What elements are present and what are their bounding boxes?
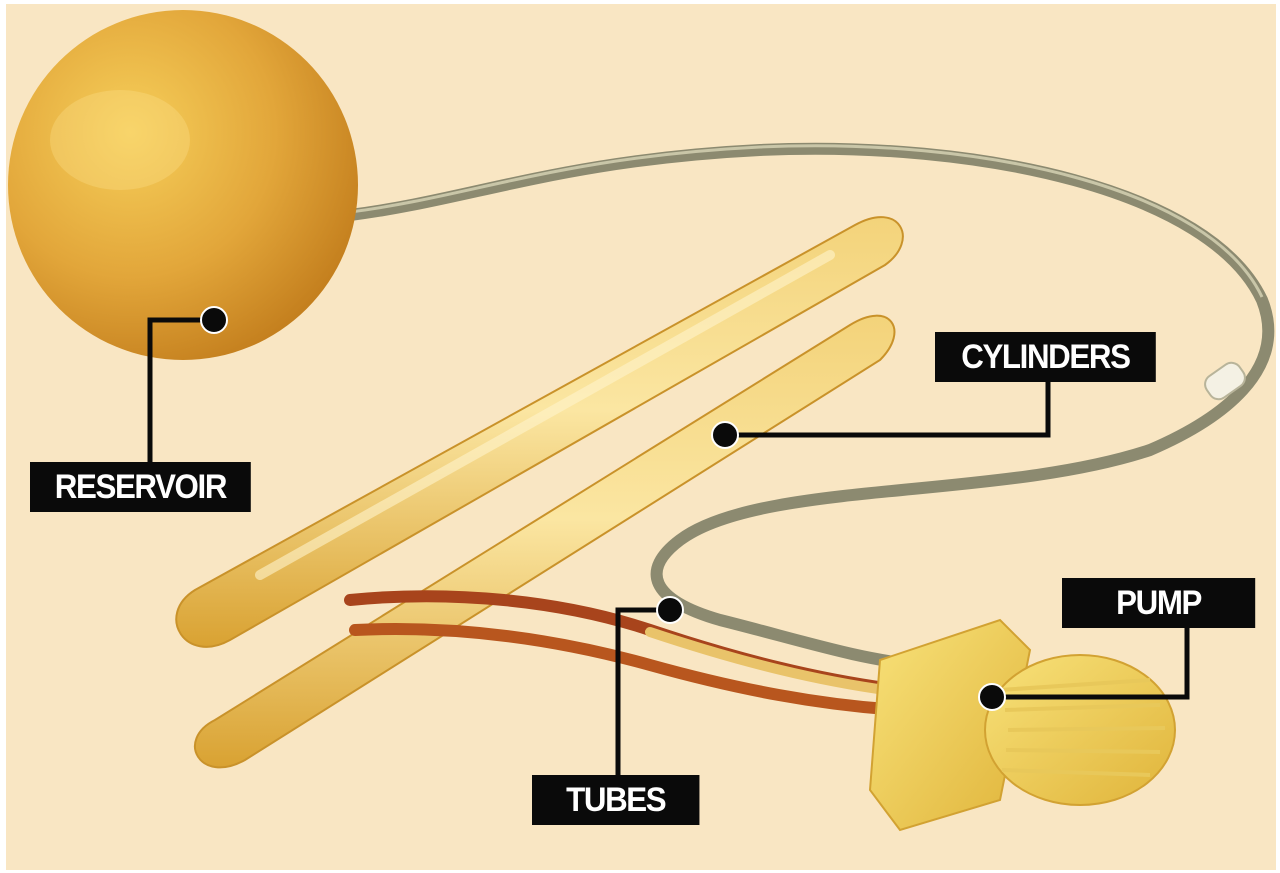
- pump-label: PUMP: [1062, 578, 1255, 628]
- tubes-dot: [657, 597, 683, 623]
- tubes-label: TUBES: [532, 775, 699, 825]
- reservoir-disc: [8, 10, 358, 360]
- cylinders-dot: [712, 422, 738, 448]
- pump-dot: [979, 684, 1005, 710]
- cylinders-label: CYLINDERS: [935, 332, 1156, 382]
- reservoir-dot: [201, 307, 227, 333]
- reservoir-label: RESERVOIR: [30, 462, 251, 512]
